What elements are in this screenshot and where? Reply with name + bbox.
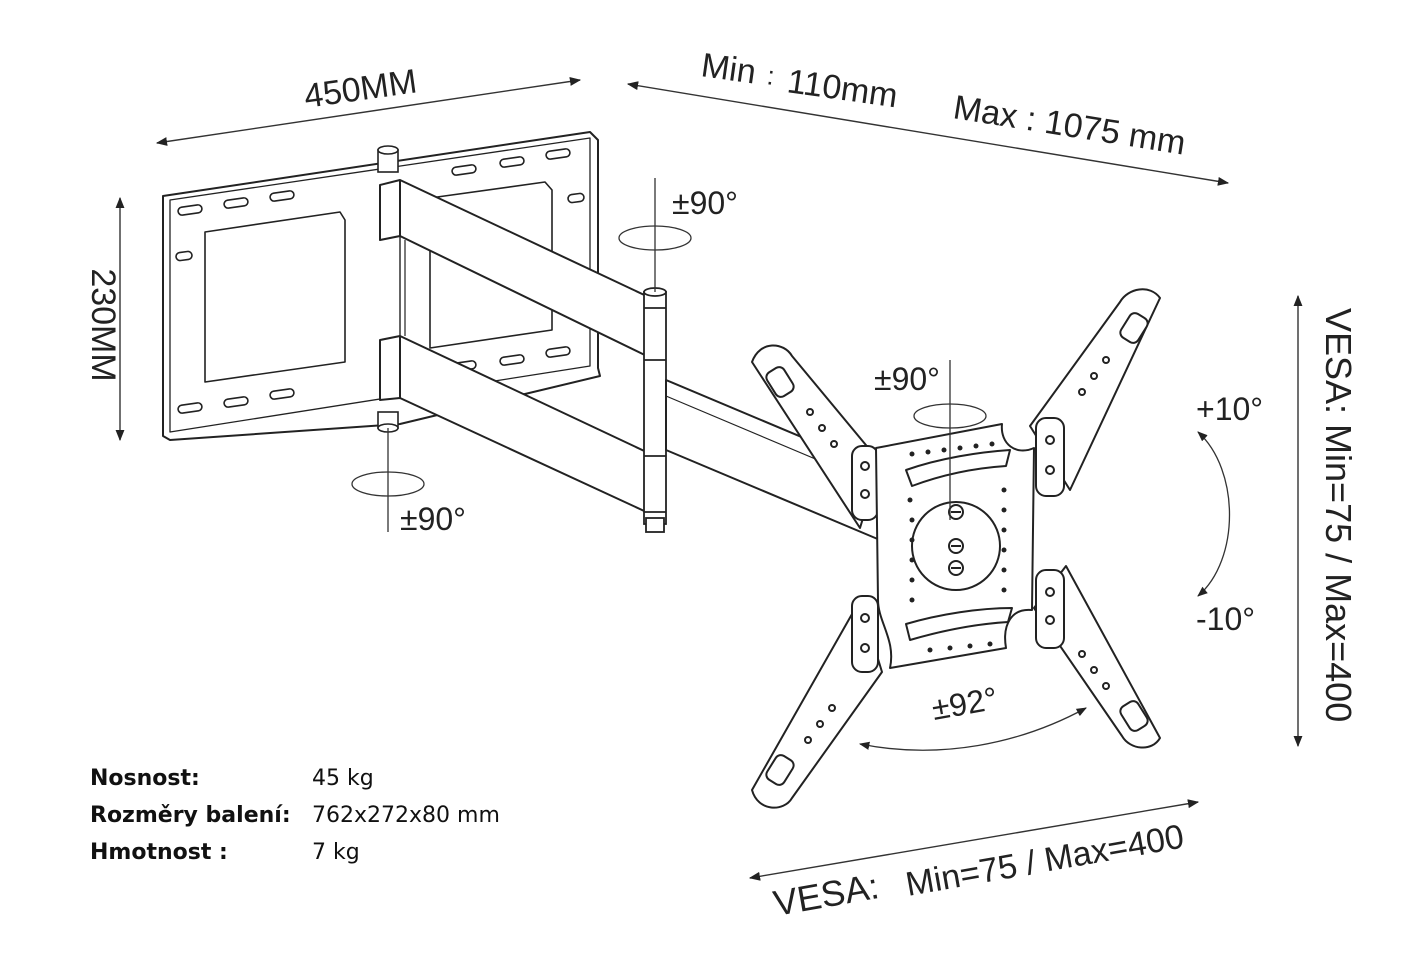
head-swivel-label: ±90° <box>874 361 940 397</box>
spec-label: Nosnost: <box>90 766 200 791</box>
vesa-slot-top <box>905 449 1011 487</box>
arm-min-label: Min <box>699 46 759 91</box>
spec-value: 762x272x80 mm <box>312 803 500 828</box>
rotation-arrow <box>858 707 1087 751</box>
vesa-right-label: VESA: Min=75 / Max=400 <box>1318 308 1359 722</box>
spec-label: Rozměry balení: <box>90 803 291 828</box>
vesa-bottom-prefix: VESA: <box>770 865 882 924</box>
vesa-arm-bottom-right <box>1033 565 1161 749</box>
spec-table: Nosnost: 45 kg Rozměry balení: 762x272x8… <box>90 766 500 877</box>
rotation-label: ±92° <box>929 680 1000 727</box>
vesa-arm-top-right <box>1029 288 1161 497</box>
arm-extension-dimension-line <box>626 81 1230 186</box>
vesa-arm-top-left <box>751 344 881 529</box>
vesa-slot-bottom <box>905 607 1013 641</box>
spec-value: 7 kg <box>312 840 360 865</box>
lower-pivot-rotation-ellipse <box>351 471 425 497</box>
tilt-up-label: +10° <box>1196 391 1263 427</box>
spec-value: 45 kg <box>312 766 374 791</box>
head-swivel-rotation-ellipse <box>913 403 987 429</box>
spec-row-package-dimensions: Rozměry balení: 762x272x80 mm <box>90 803 500 840</box>
wall-plate <box>162 131 601 441</box>
spec-label: Hmotnost : <box>90 840 228 865</box>
upper-pivot-label: ±90° <box>672 185 738 221</box>
rotation-labels: ±90° ±90° ±90° +10° -10° ±92° <box>400 185 1263 727</box>
plate-width-label: 450MM <box>302 62 420 115</box>
arm-max-label: Max : 1075 mm <box>951 88 1188 162</box>
vesa-arm-bottom-left <box>751 595 883 809</box>
vesa-holes <box>907 441 1007 653</box>
arm-min-separator: : <box>765 60 776 91</box>
plate-slots-top <box>177 148 571 216</box>
plate-height-label: 230MM <box>84 268 122 381</box>
vesa-horizontal-dimension-line <box>748 799 1200 881</box>
rotation-indicators <box>351 178 1231 751</box>
spec-row-capacity: Nosnost: 45 kg <box>90 766 500 803</box>
plate-width-dimension-line <box>155 77 582 146</box>
arm-middle-hinge <box>643 287 667 533</box>
spec-row-weight: Hmotnost : 7 kg <box>90 840 500 877</box>
plate-window-left <box>204 211 346 383</box>
tilt-down-label: -10° <box>1196 601 1255 637</box>
vesa-head <box>751 288 1161 809</box>
upper-pivot-rotation-ellipse <box>618 225 692 251</box>
dimension-lines <box>115 77 1303 881</box>
vesa-bottom-value: Min=75 / Max=400 <box>903 818 1187 904</box>
arm-min-value: 110mm <box>785 62 900 115</box>
lower-pivot-label: ±90° <box>400 501 466 537</box>
tilt-arrow <box>1197 431 1231 597</box>
